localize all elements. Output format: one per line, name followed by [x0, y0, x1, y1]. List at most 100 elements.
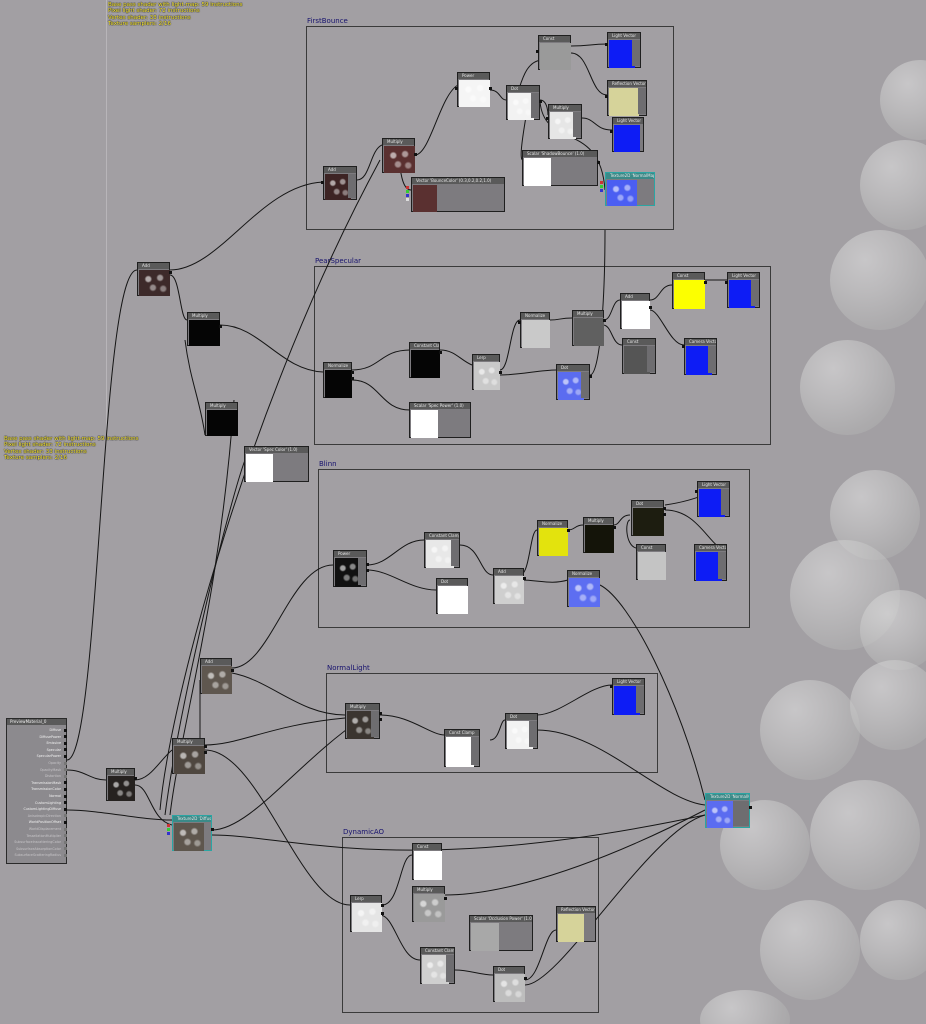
material-input-pin[interactable] [64, 847, 67, 851]
bl-add-node[interactable]: Add [493, 568, 526, 604]
comment-box-firstbounce[interactable] [306, 26, 674, 230]
ps-const-node[interactable]: Const [672, 272, 707, 309]
main-texture-diffuse-node[interactable]: Texture2D 'Diffuse' [167, 815, 214, 851]
fb-texture-normalmap-node[interactable]: Texture2D 'NormalMap' [600, 172, 655, 206]
ao-reflection-vector-node[interactable]: Reflection Vector [556, 906, 596, 942]
material-input-pin[interactable] [64, 728, 67, 732]
node-preview [614, 686, 640, 715]
bl-const-node[interactable]: Const [636, 544, 666, 580]
ps-add-node[interactable]: Add [620, 293, 652, 329]
material-input-pin[interactable] [64, 853, 67, 857]
main-add-node[interactable]: Add [200, 658, 234, 694]
bl-dot-node-2[interactable]: Dot [436, 578, 468, 614]
node-preview [414, 894, 445, 922]
nl-multiply-node[interactable]: Multiply [345, 703, 382, 739]
node-preview [426, 540, 454, 568]
bl-normalize-node[interactable]: Normalize [537, 520, 570, 556]
material-input-row: TransmissionColor [31, 787, 61, 792]
node-preview [384, 146, 415, 173]
fb-scalar-param-node[interactable]: Scalar 'ShadowBounce' (1.0) [522, 150, 600, 186]
ps-const-node-2[interactable]: Const [622, 338, 656, 374]
node-preview [540, 43, 571, 70]
fb-multiply-node-2[interactable]: Multiply [382, 138, 417, 173]
left-multiply-node-2[interactable]: Multiply [205, 402, 238, 436]
material-input-pin[interactable] [64, 754, 67, 758]
main-multiply-node[interactable]: Multiply [172, 738, 207, 774]
left-multiply-node[interactable]: Multiply [187, 312, 222, 346]
bl-light-vector-node[interactable]: Light Vector [695, 481, 730, 517]
bl-normalmap-node[interactable]: Normalize [567, 570, 600, 607]
node-preview [139, 270, 170, 296]
node-preview [411, 410, 438, 438]
fb-const-node[interactable]: Const [536, 35, 571, 70]
bl-dot-node[interactable]: Dot [631, 500, 666, 536]
material-input-pin[interactable] [64, 774, 67, 778]
material-input-pin[interactable] [64, 741, 67, 745]
material-input-pin[interactable] [64, 781, 67, 785]
material-input-row: CustomLighting [35, 800, 61, 805]
bl-constant-clamp-node[interactable]: Constant Clamp [424, 532, 460, 568]
bl-camera-vector-node[interactable]: Camera Vector [694, 544, 727, 581]
material-input-row: Opacity [48, 761, 61, 765]
bl-power-node[interactable]: Power [333, 550, 369, 587]
left-add-node[interactable]: Add [137, 262, 172, 296]
ps-camera-vector-node[interactable]: Camera Vector [682, 338, 717, 375]
ao-dot-node[interactable]: Dot [493, 966, 527, 1002]
fb-light-vector-node[interactable]: Light Vector [605, 32, 641, 68]
ps-multiply-node[interactable]: Multiply [572, 310, 606, 346]
node-preview [347, 711, 374, 739]
material-input-pin[interactable] [64, 834, 67, 838]
comment-box-blinn[interactable] [318, 469, 750, 628]
fb-light-vector-node-2[interactable]: Light Vector [610, 117, 644, 152]
node-preview [471, 923, 499, 951]
node-preview [524, 158, 551, 186]
material-input-pin[interactable] [64, 787, 67, 791]
ps-constant-clamp-node[interactable]: Constant Clamp [409, 342, 442, 378]
preview-sphere [830, 230, 926, 330]
ps-light-vector-node[interactable]: Light Vector [725, 272, 760, 308]
ps-dot-node[interactable]: Dot [556, 364, 592, 400]
node-preview [707, 801, 733, 828]
ps-normalize-node[interactable]: Normalize [518, 312, 550, 348]
node-preview [609, 40, 635, 68]
material-input-pin[interactable] [64, 827, 67, 831]
node-preview [550, 112, 576, 139]
material-input-pin[interactable] [64, 840, 67, 844]
fb-dot-node[interactable]: Dot [506, 85, 542, 120]
main-multiply-node-2[interactable]: Multiply [106, 768, 137, 801]
ao-constant-clamp-node[interactable]: Constant Clamp [420, 947, 455, 984]
preview-sphere [850, 660, 926, 750]
material-input-pin[interactable] [64, 748, 67, 752]
node-preview [585, 525, 614, 553]
left-vector-param-node[interactable]: Vector 'Spec Color' (1.0) [244, 446, 309, 482]
bl-multiply-node[interactable]: Multiply [583, 517, 616, 553]
material-input-pin[interactable] [64, 761, 67, 765]
node-preview [607, 180, 637, 206]
fb-vector-param-node[interactable]: Vector 'BounceColor' (0.3,0.2,0.2,1.0) [406, 177, 505, 212]
material-input-pin[interactable] [64, 801, 67, 805]
fb-power-node[interactable]: Power [455, 72, 492, 107]
ps-normal-node[interactable]: Normalize [323, 362, 354, 398]
nl-const-clamp-node[interactable]: Const Clamp [444, 729, 480, 767]
ps-lerp-node[interactable]: Lerp [472, 354, 502, 390]
fb-add-node[interactable]: Add [321, 166, 357, 200]
material-input-pin[interactable] [64, 807, 67, 811]
material-input-pin[interactable] [64, 768, 67, 772]
ao-lerp-node[interactable]: Lerp [350, 895, 384, 932]
main-texture-normalmap-node[interactable]: Texture2D 'NormalMap' [705, 793, 752, 828]
nl-light-vector-node[interactable]: Light Vector [610, 678, 645, 715]
nl-dot-node[interactable]: Dot [505, 713, 538, 749]
material-input-pin[interactable] [64, 794, 67, 798]
material-input-pin[interactable] [64, 814, 67, 818]
ao-scalar-param-node[interactable]: Scalar 'Occlusion Power' (1.0) [469, 915, 533, 951]
ao-const-node[interactable]: Const [412, 843, 442, 880]
material-input-row: SubsurfaceInscatteringColor [14, 840, 61, 845]
ps-scalar-param-node[interactable]: Scalar 'Spec Power' (1.0) [409, 402, 471, 438]
material-input-pin[interactable] [64, 735, 67, 739]
ao-multiply-node[interactable]: Multiply [412, 886, 447, 922]
material-input-pin[interactable] [64, 820, 67, 824]
fb-reflection-vector-node[interactable]: Reflection Vector [605, 80, 647, 116]
fb-multiply-node[interactable]: Multiply [546, 104, 582, 139]
